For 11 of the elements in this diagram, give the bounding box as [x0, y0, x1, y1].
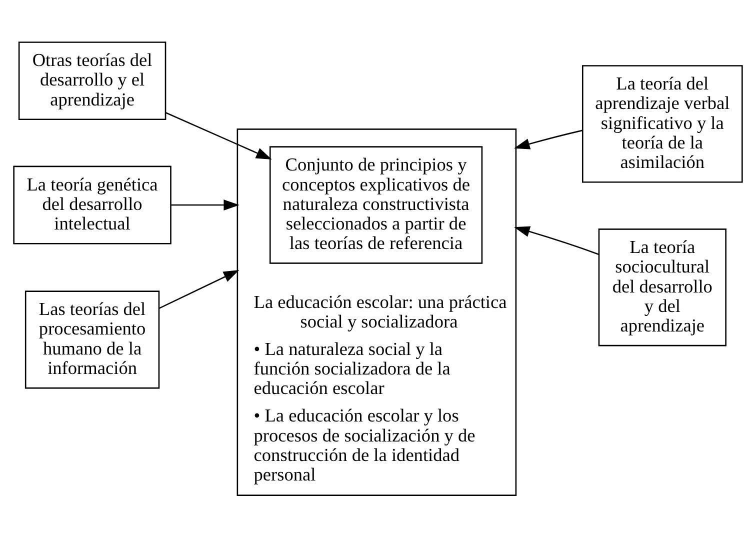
- arrow: [514, 129, 583, 149]
- arrow: [514, 226, 599, 254]
- node-box: Las teorías del procesamiento humano de la información: [24, 290, 160, 388]
- node-box: Conjunto de principios y conceptos explicativos de naturaleza constructivista seleccionados a partir de las teorías de referencia: [269, 146, 483, 264]
- node-box: Otras teorías del desarrollo y el aprendizaje: [18, 41, 166, 120]
- arrow: [165, 112, 272, 160]
- node-box: La teoría del aprendizaje verbal significativo y la teoría de la asimilación: [582, 64, 743, 182]
- node-box: La teoría genética del desarrollo intelectual: [13, 165, 172, 244]
- arrow: [170, 199, 240, 210]
- arrow: [158, 269, 240, 308]
- node-box: La teoría sociocultural del desarrollo y del aprendizaje: [598, 228, 726, 346]
